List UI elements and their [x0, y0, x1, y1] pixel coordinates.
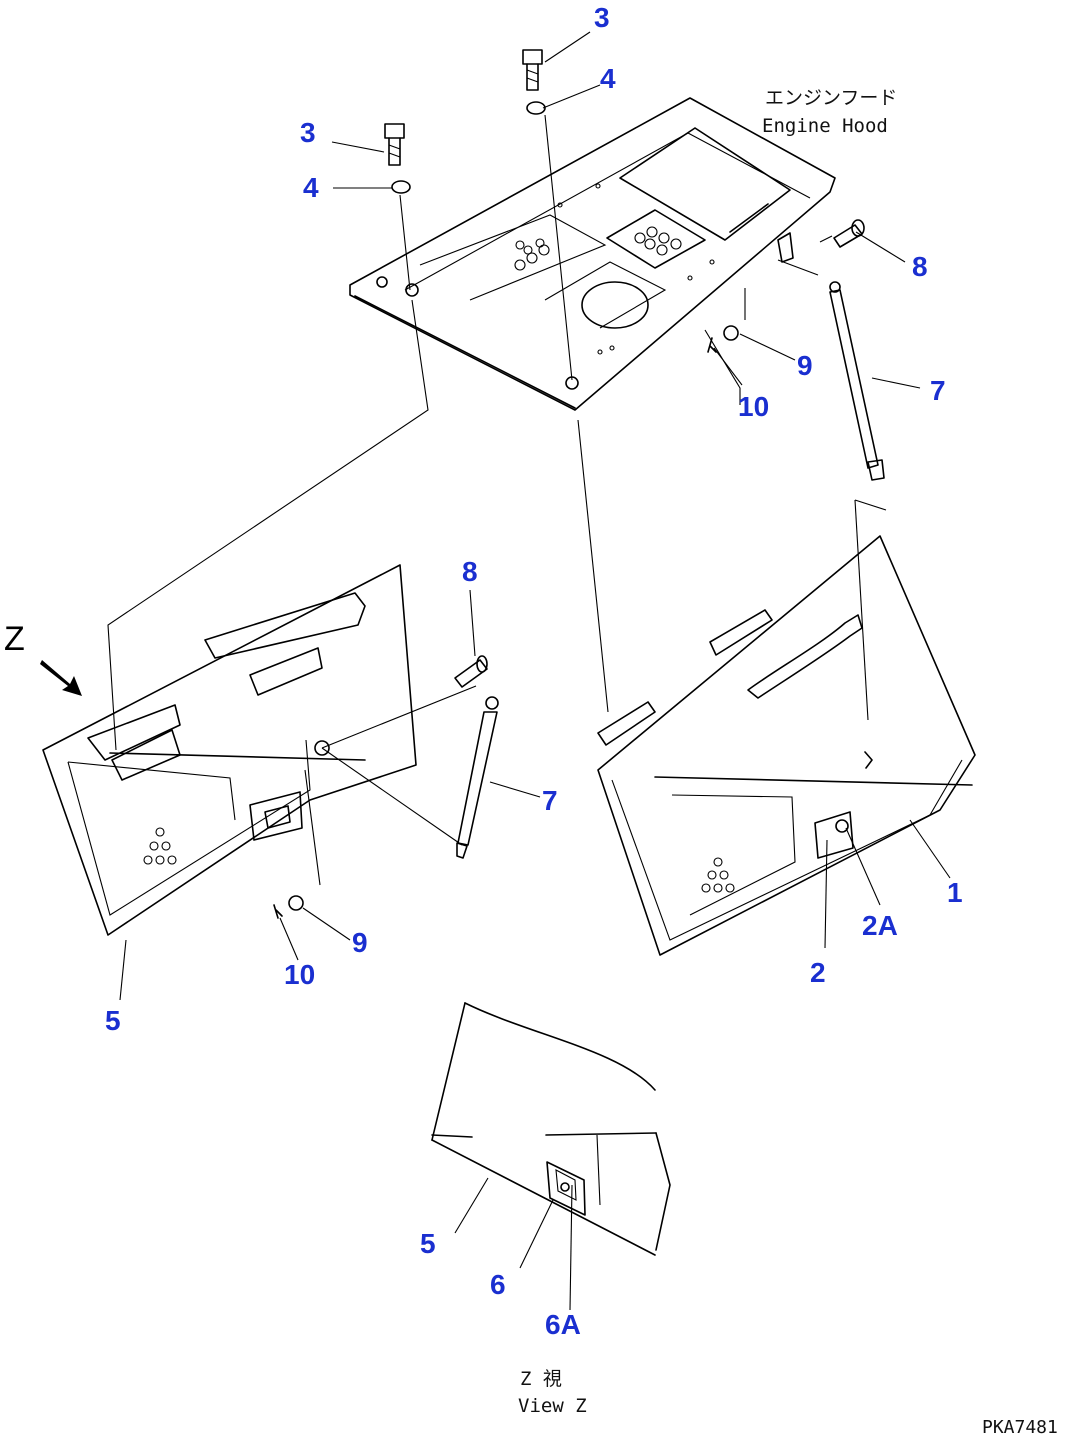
view-z-inset	[431, 1002, 671, 1256]
callout-2: 2	[810, 957, 826, 988]
callout-7: 7	[542, 785, 558, 816]
callout-9: 9	[797, 350, 813, 381]
view-z-arrow-icon	[40, 660, 82, 696]
cotter-10-left-icon	[273, 904, 283, 919]
view-z-label: Z	[4, 620, 25, 658]
washer-4-left-icon	[391, 180, 411, 194]
pin-8-left-icon	[454, 655, 488, 688]
callout-2A: 2A	[862, 910, 898, 941]
callout-4: 4	[303, 172, 319, 203]
callout-1: 1	[947, 877, 963, 908]
washer-9-left-icon	[288, 895, 304, 911]
gas-spring-7-right-icon	[829, 281, 885, 481]
callout-7: 7	[930, 375, 946, 406]
side-door-1	[597, 535, 976, 956]
assembly-lines-lower	[304, 685, 477, 886]
engine-hood-title-jp: エンジンフード	[765, 87, 897, 109]
callout-5: 5	[420, 1228, 436, 1259]
engine-hood	[349, 97, 836, 411]
side-door-5	[42, 564, 417, 936]
engine-hood-title-en: Engine Hood	[762, 115, 888, 137]
callout-10: 10	[738, 391, 769, 422]
gas-spring-7-left-icon	[456, 696, 499, 859]
drawing-code: PKA7481	[982, 1417, 1058, 1438]
callout-10: 10	[284, 959, 315, 990]
bolt-3-right-icon	[522, 49, 543, 91]
assembly-lines	[107, 114, 887, 751]
callout-4: 4	[600, 63, 616, 94]
callout-5: 5	[105, 1005, 121, 1036]
callout-9: 9	[352, 927, 368, 958]
callout-3: 3	[594, 2, 610, 33]
view-z-caption-en: View Z	[518, 1395, 587, 1417]
callout-8: 8	[462, 556, 478, 587]
leader-lines	[119, 31, 951, 1311]
callout-6A: 6A	[545, 1309, 581, 1340]
washer-9-right-icon	[723, 325, 739, 341]
bolt-3-left-icon	[384, 123, 405, 166]
pin-8-right-icon	[833, 219, 865, 248]
callout-3: 3	[300, 117, 316, 148]
washer-4-right-icon	[526, 101, 546, 115]
view-z-caption-jp: Z 視	[520, 1368, 562, 1390]
callout-8: 8	[912, 251, 928, 282]
callout-6: 6	[490, 1269, 506, 1300]
